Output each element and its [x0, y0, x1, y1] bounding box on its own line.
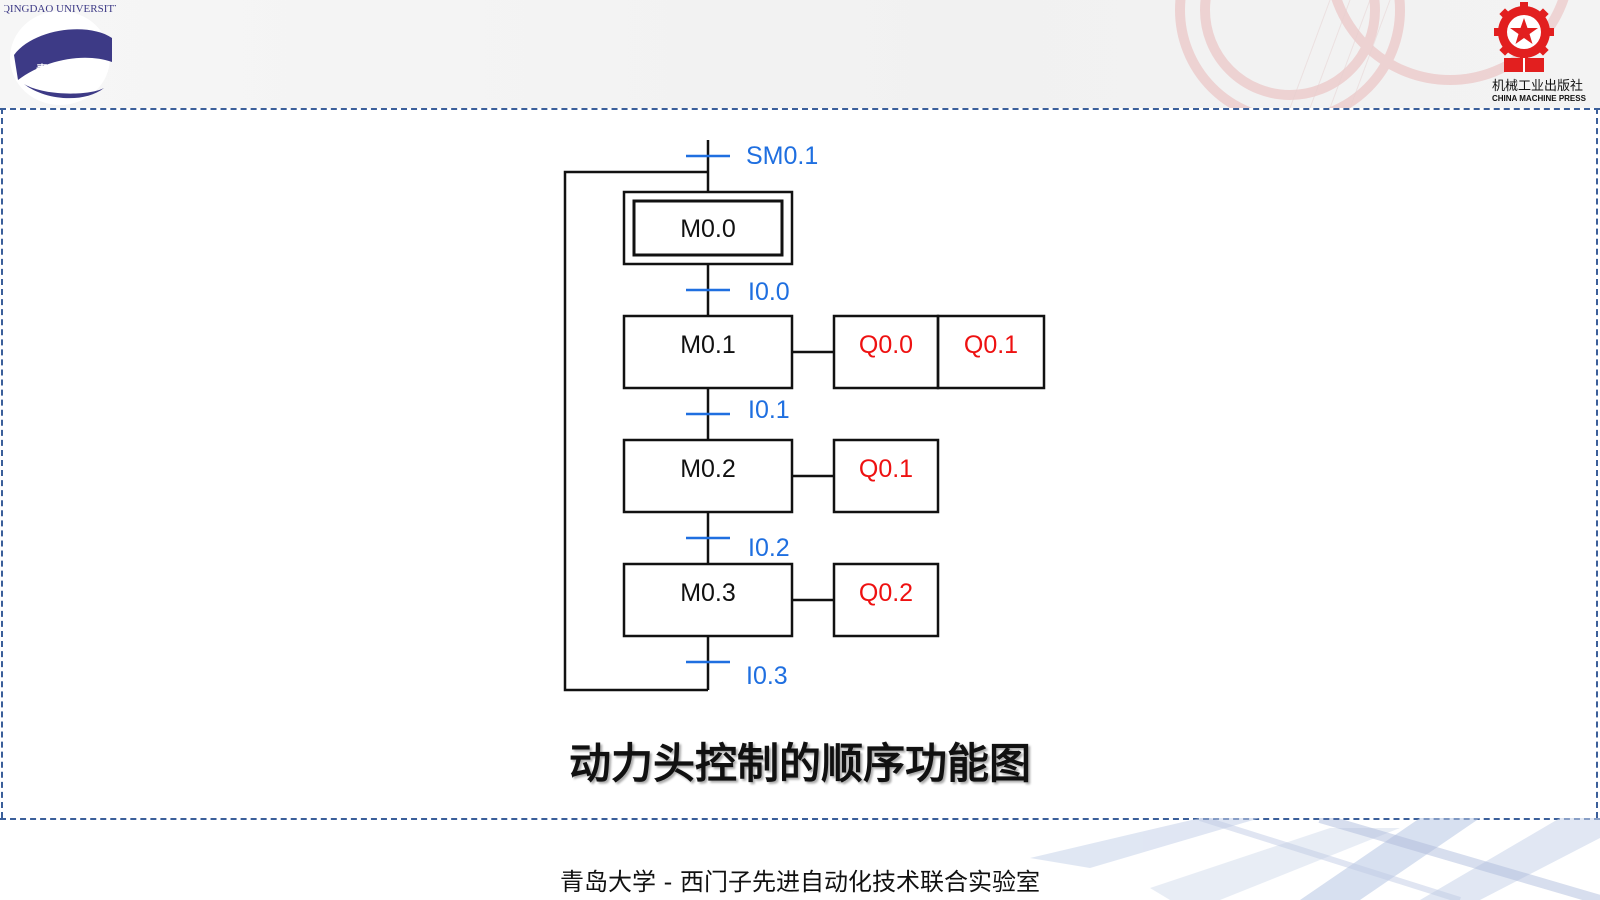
- return-loop-line: [563, 170, 708, 692]
- action-label: Q0.2: [859, 579, 913, 607]
- action-label: Q0.1: [859, 455, 913, 483]
- step-label: M0.2: [680, 455, 736, 483]
- transition-label: I0.2: [748, 534, 790, 562]
- press-name-en: CHINA MACHINE PRESS: [1492, 94, 1586, 103]
- footer-lab-name: 青岛大学 - 西门子先进自动化技术联合实验室: [560, 868, 1040, 896]
- transition-label: SM0.1: [746, 142, 818, 170]
- header-band: [0, 0, 1600, 108]
- china-machine-press-logo: [1494, 2, 1554, 72]
- svg-text:青岛大学: 青岛大学: [36, 62, 84, 77]
- header-decoration: [1175, 0, 1569, 108]
- svg-text:QINGDAO UNIVERSITY: QINGDAO UNIVERSITY: [4, 3, 116, 15]
- content-border-bottom: [0, 818, 1600, 820]
- transition-label: I0.1: [748, 396, 790, 424]
- step-label: M0.3: [680, 579, 736, 607]
- step-box-initial-outer: [622, 190, 794, 266]
- transition-label: I0.3: [746, 662, 788, 690]
- svg-text:1909: 1909: [76, 85, 92, 94]
- diagram-title: 动力头控制的顺序功能图: [568, 739, 1031, 788]
- press-name-cn: 机械工业出版社: [1492, 79, 1584, 94]
- step-label: M0.1: [680, 331, 736, 359]
- action-box: [832, 562, 940, 638]
- step-box-initial-inner: [632, 199, 784, 257]
- content-border-right: [1596, 108, 1598, 818]
- action-box: [936, 314, 1046, 390]
- content-border-left: [1, 108, 3, 818]
- action-label: Q0.1: [964, 331, 1018, 359]
- footer-decoration: [1030, 818, 1600, 900]
- action-box: [832, 438, 940, 514]
- content-border-top: [0, 108, 1600, 110]
- qingdao-university-logo: 青岛大学 QINGDAO UNIVERSITY 1909: [4, 3, 116, 105]
- step-label: M0.0: [680, 215, 736, 243]
- action-label: Q0.0: [859, 331, 913, 359]
- transition-label: I0.0: [748, 278, 790, 306]
